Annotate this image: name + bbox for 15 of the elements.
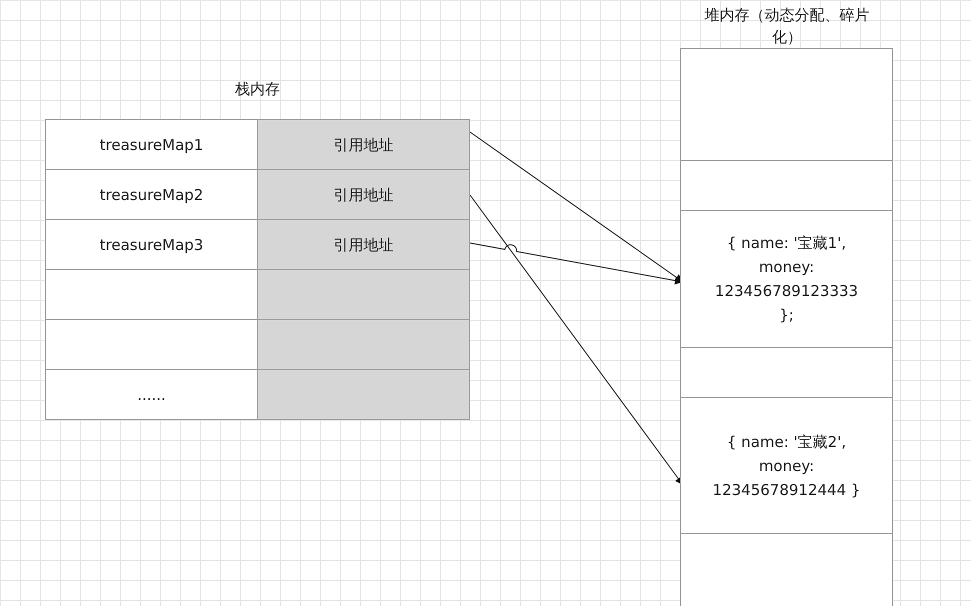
heap-object-block: { name: '宝藏2', money: 12345678912444 }	[680, 397, 893, 534]
section-heading: 堆内存（动态分配、碎片化）	[704, 5, 870, 48]
memory-cell: treasureMap1	[45, 119, 258, 170]
heap-object-block: { name: '宝藏1', money: 123456789123333 };	[680, 210, 893, 348]
empty-memory-cell	[680, 347, 893, 398]
empty-memory-cell	[680, 48, 893, 161]
memory-cell: ......	[45, 369, 258, 420]
section-heading: 栈内存	[234, 79, 281, 100]
address-cell: 引用地址	[257, 119, 470, 170]
memory-cell: treasureMap2	[45, 169, 258, 220]
memory-cell: treasureMap3	[45, 219, 258, 270]
address-cell: 引用地址	[257, 169, 470, 220]
empty-memory-cell	[680, 533, 893, 606]
empty-memory-cell	[680, 160, 893, 211]
address-cell: 引用地址	[257, 219, 470, 270]
